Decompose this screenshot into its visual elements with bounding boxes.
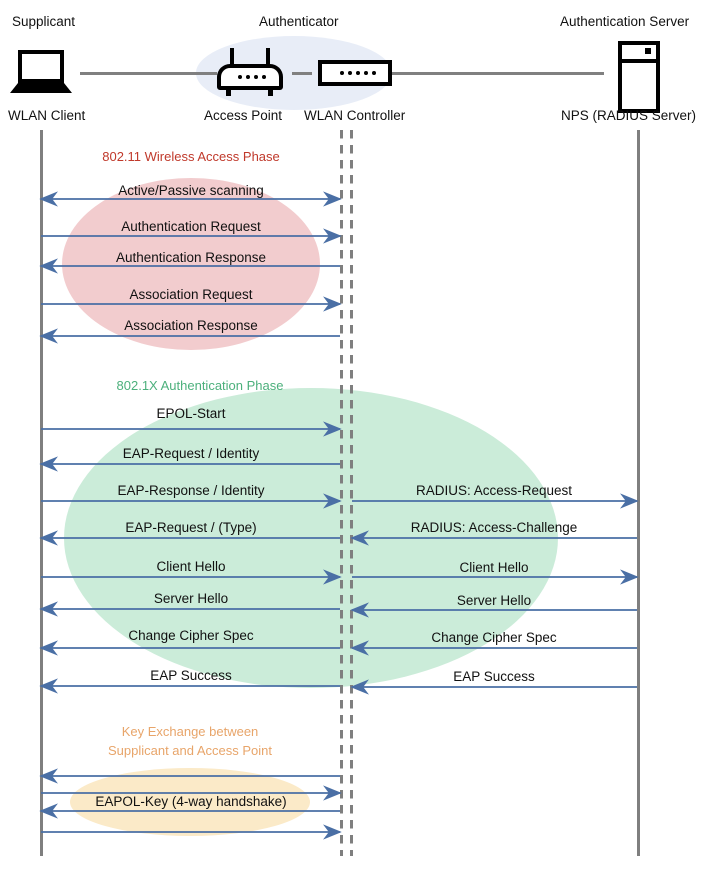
- message-label-left-7: EAP-Response / Identity: [117, 483, 265, 498]
- actor-label-wlan-client: WLAN Client: [8, 108, 86, 123]
- lifeline-supplicant: [40, 130, 43, 856]
- message-label-left-6: EAP-Request / Identity: [122, 446, 260, 461]
- message-label-left-2: Authentication Response: [115, 250, 267, 265]
- phase-ellipse-wireless-access: [62, 178, 320, 350]
- message-label-left-4: Association Response: [124, 318, 258, 333]
- actor-role-supplicant: Supplicant: [12, 14, 76, 29]
- message-label-right-3: Server Hello: [456, 593, 532, 608]
- laptop-icon: [10, 50, 72, 94]
- actor-label-wlan-controller: WLAN Controller: [304, 108, 406, 123]
- message-label-right-4: Change Cipher Spec: [431, 630, 557, 645]
- actor-role-authenticator: Authenticator: [259, 14, 339, 29]
- message-label-left-5: EPOL-Start: [156, 406, 226, 421]
- lifeline-access-point: [340, 130, 343, 856]
- phase-label-dot1x: 802.1X Authentication Phase: [116, 378, 284, 393]
- message-label-right-2: Client Hello: [459, 560, 529, 575]
- message-label-right-0: RADIUS: Access-Request: [415, 483, 573, 498]
- message-label-left-12: EAP Success: [150, 668, 232, 683]
- server-icon: [618, 41, 660, 113]
- actor-role-authentication-server: Authentication Server: [560, 14, 690, 29]
- phase-label-key-exchange-line1: Key Exchange between: [121, 724, 259, 739]
- lifeline-auth-server: [637, 130, 640, 856]
- message-label-right-5: EAP Success: [453, 669, 535, 684]
- message-label-left-8: EAP-Request / (Type): [125, 520, 257, 535]
- network-controller-icon: [318, 60, 392, 86]
- message-label-left-11: Change Cipher Spec: [128, 628, 254, 643]
- message-label-left-1: Authentication Request: [121, 219, 261, 234]
- phase-ellipse-key-exchange: [70, 768, 310, 836]
- phase-label-wireless-access: 802.11 Wireless Access Phase: [102, 149, 280, 164]
- phase-label-key-exchange-line2: Supplicant and Access Point: [107, 743, 273, 758]
- wireless-access-point-icon: [217, 48, 283, 96]
- message-label-right-1: RADIUS: Access-Challenge: [410, 520, 578, 535]
- link-client-ap: [80, 72, 217, 75]
- message-label-left-15: EAPOL-Key (4-way handshake): [95, 794, 287, 809]
- actor-label-access-point: Access Point: [204, 108, 283, 123]
- message-label-left-9: Client Hello: [156, 559, 226, 574]
- link-controller-server: [392, 72, 604, 75]
- message-label-left-3: Association Request: [129, 287, 253, 302]
- actor-label-nps-radius-server: NPS (RADIUS Server): [561, 108, 697, 123]
- link-ap-controller: [292, 72, 312, 75]
- lifeline-wlan-controller: [350, 130, 353, 856]
- message-label-left-10: Server Hello: [153, 591, 229, 606]
